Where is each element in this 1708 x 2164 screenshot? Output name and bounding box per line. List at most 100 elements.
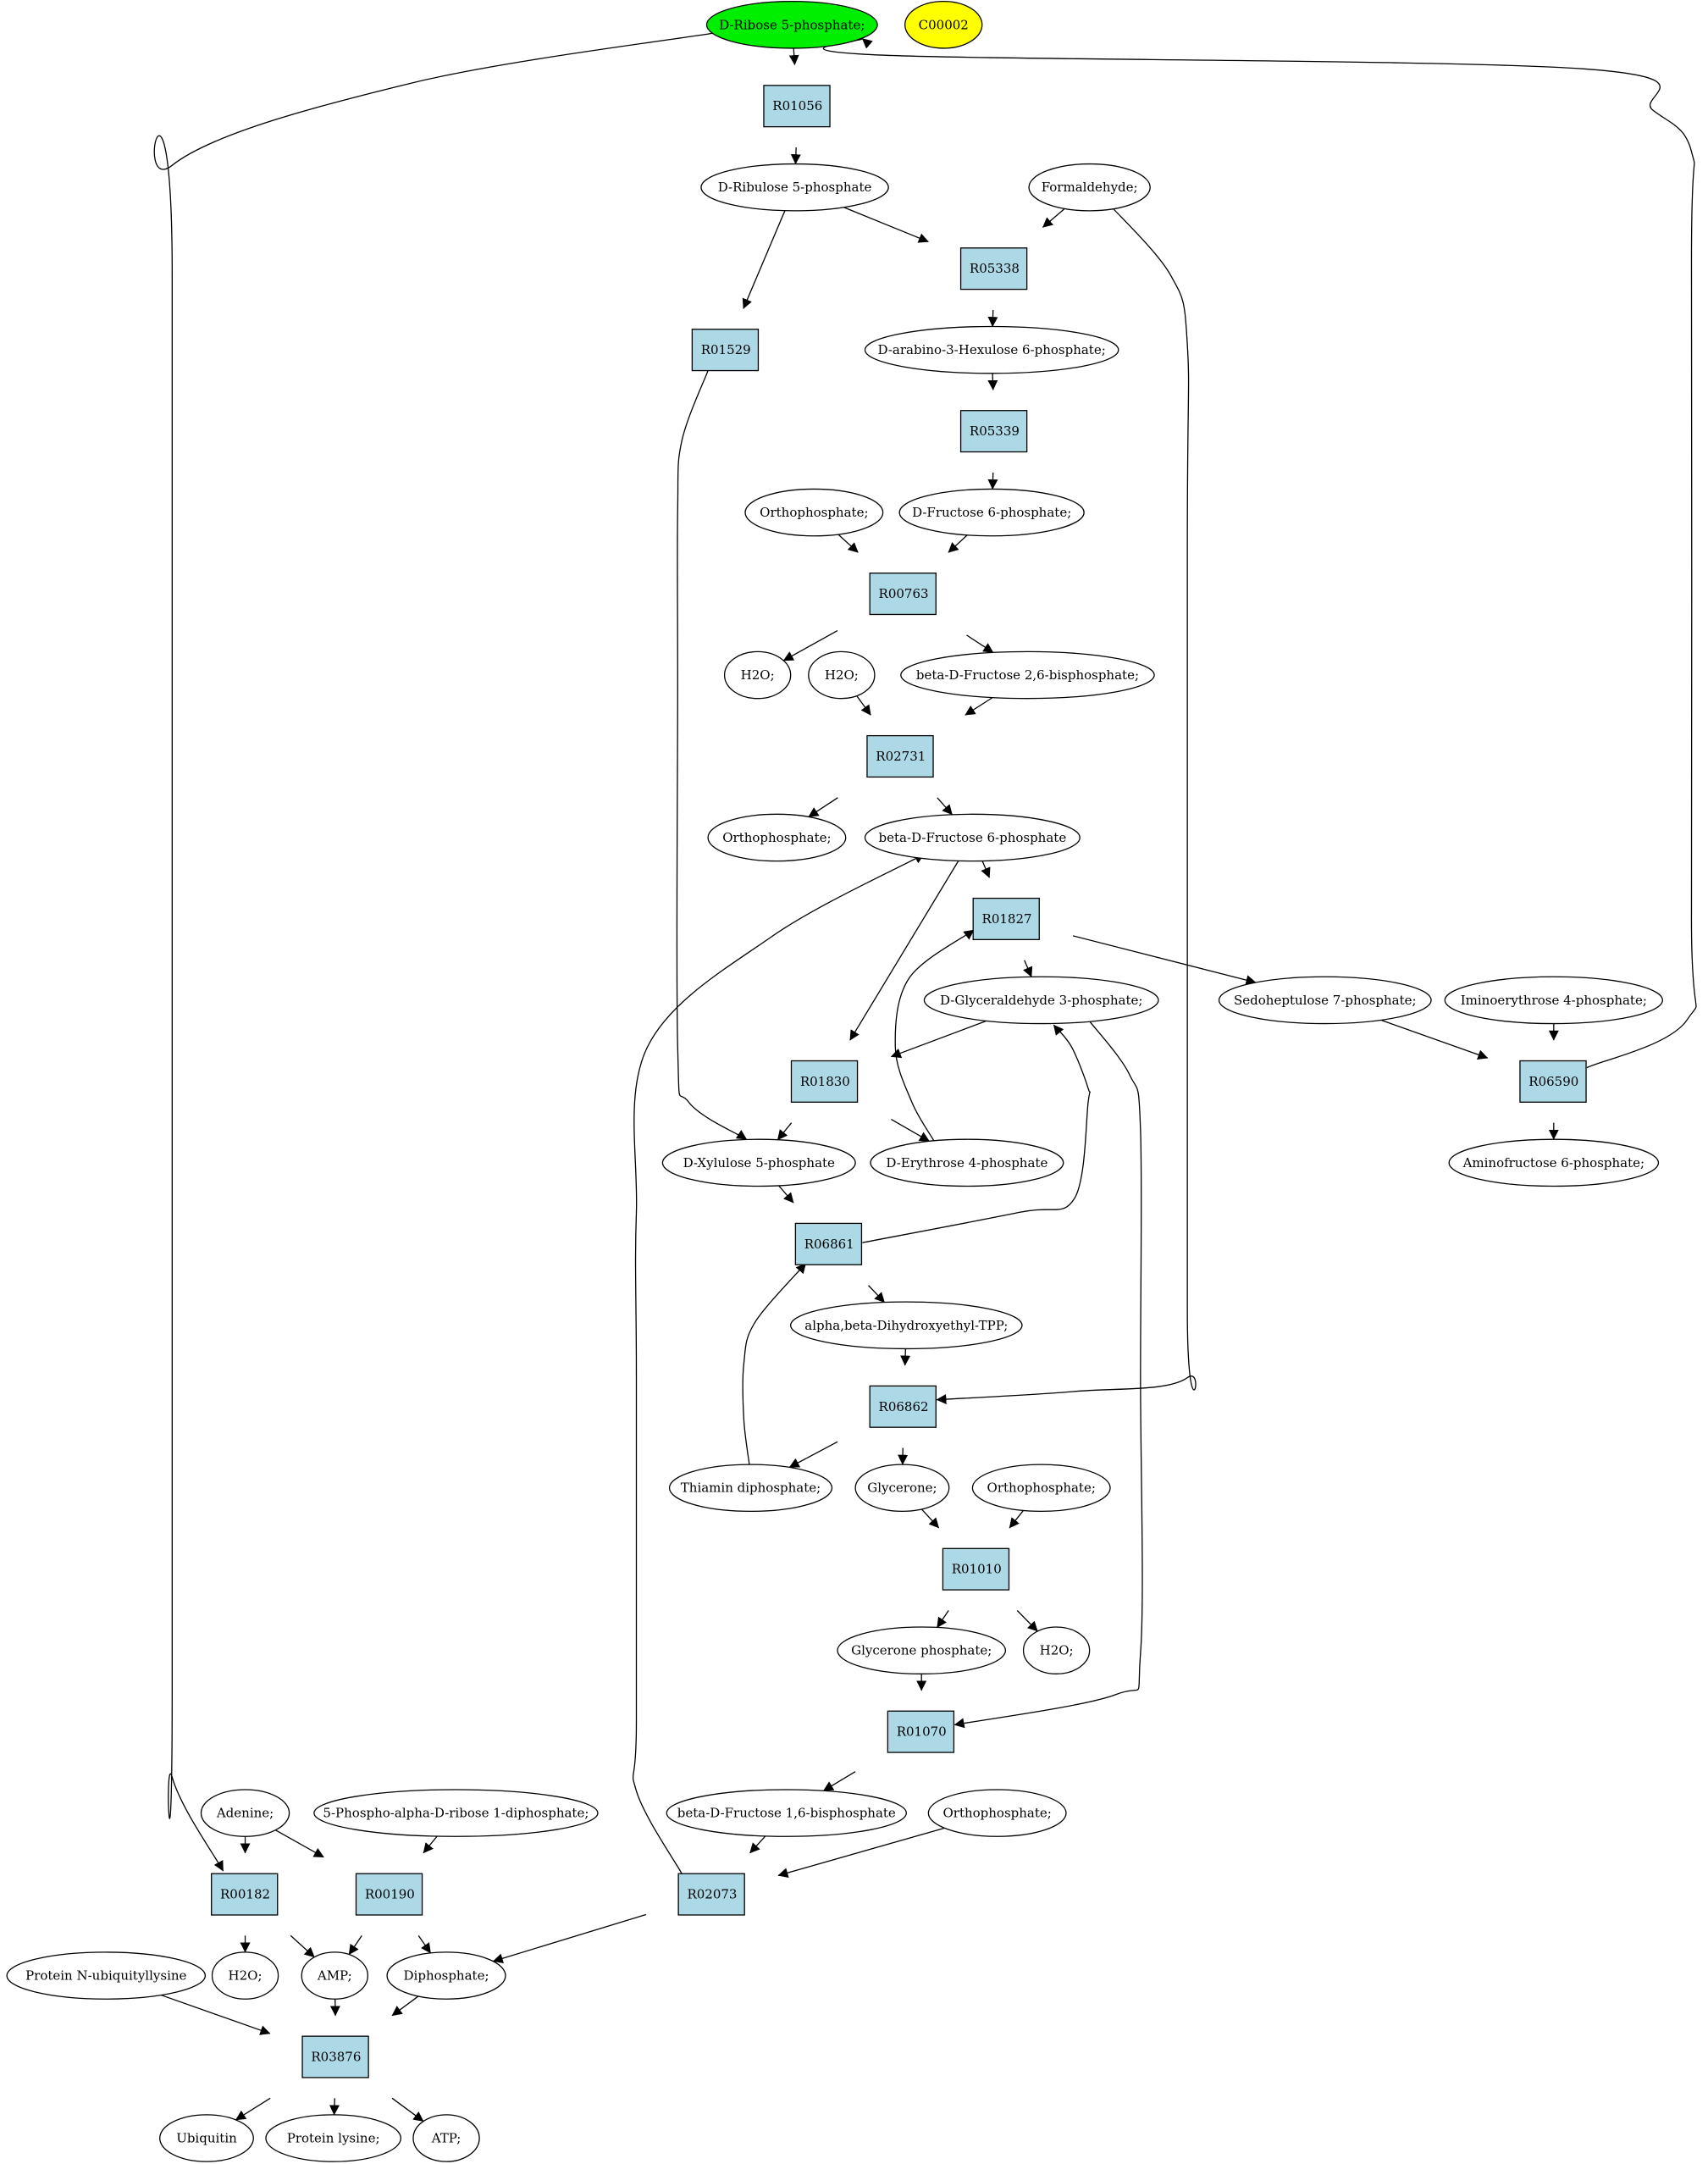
node-glycerone_p[interactable]: Glycerone phosphate; (837, 1626, 1007, 1674)
node-label: Sedoheptulose 7-phosphate; (1234, 993, 1417, 1008)
reaction-box (763, 85, 831, 128)
node-beta_d_fru_16bp[interactable]: beta-D-Fructose 1,6-bisphosphate (666, 1789, 907, 1837)
edge-r05338-to-d_arabino_3_hex (987, 309, 998, 328)
reaction-box (790, 1060, 859, 1103)
node-label: R06590 (1528, 1074, 1578, 1089)
compound-ellipse (744, 488, 884, 537)
node-thiamin_dp[interactable]: Thiamin diphosphate; (668, 1464, 833, 1513)
node-h2o_4[interactable]: H2O; (211, 1951, 279, 2000)
node-r01830[interactable]: R01830 (790, 1060, 859, 1103)
compound-ellipse (707, 813, 847, 862)
edge-r01010-to-glycerone_p (937, 1610, 949, 1629)
node-protein_n_ubiq[interactable]: Protein N-ubiquityllysine (6, 1951, 207, 2000)
node-alpha_beta_dhe_tpp[interactable]: alpha,beta-Dihydroxyethyl-TPP; (790, 1301, 1023, 1350)
node-aminofructose_6p[interactable]: Aminofructose 6-phosphate; (1448, 1138, 1660, 1187)
node-r01070[interactable]: R01070 (887, 1710, 955, 1753)
node-label: Glycerone phosphate; (851, 1643, 992, 1658)
node-h2o_3[interactable]: H2O; (1022, 1626, 1091, 1674)
node-label: Orthophosphate; (722, 830, 831, 845)
node-orthophosphate_4[interactable]: Orthophosphate; (927, 1789, 1067, 1837)
node-diphosphate[interactable]: Diphosphate; (386, 1951, 506, 2000)
node-label: Orthophosphate; (942, 1806, 1051, 1821)
node-formaldehyde[interactable]: Formaldehyde; (1028, 163, 1151, 212)
reaction-box (959, 410, 1028, 453)
node-sedoheptulose_7p[interactable]: Sedoheptulose 7-phosphate; (1218, 976, 1432, 1025)
compound-ellipse (1028, 163, 1151, 212)
node-label: D-Ribose 5-phosphate; (719, 17, 865, 32)
node-r00763[interactable]: R00763 (869, 573, 937, 616)
node-r00182[interactable]: R00182 (211, 1873, 279, 1916)
node-d_glyceraldehyde_3p[interactable]: D-Glyceraldehyde 3-phosphate; (923, 976, 1159, 1025)
node-iminoerythrose_4p[interactable]: Iminoerythrose 4-phosphate; (1444, 976, 1663, 1025)
node-adenine[interactable]: Adenine; (200, 1789, 290, 1837)
node-amp[interactable]: AMP; (301, 1951, 368, 2000)
edge-r06861-to-d_glyceraldehyde_3p (862, 1024, 1091, 1243)
reaction-box (677, 1873, 745, 1916)
edge-h2o_2-to-r02731 (856, 695, 871, 716)
node-protein_lysine[interactable]: Protein lysine; (265, 2114, 401, 2162)
edge-d_erythrose_4p-to-r01827 (894, 929, 975, 1142)
edge-d_xylulose_5p-to-r06861 (778, 1185, 794, 1204)
edge-protein_n_ubiq-to-r03876 (161, 1994, 271, 2035)
compound-ellipse (265, 2114, 401, 2162)
node-r02073[interactable]: R02073 (677, 1873, 745, 1916)
node-beta_d_fru_26bp[interactable]: beta-D-Fructose 2,6-bisphosphate; (900, 650, 1155, 700)
compound-ellipse (1022, 1626, 1091, 1674)
node-h2o_1[interactable]: H2O; (723, 650, 792, 700)
compound-ellipse (904, 0, 983, 49)
compound-ellipse (6, 1951, 207, 2000)
node-d_erythrose_4p[interactable]: D-Erythrose 4-phosphate (870, 1138, 1064, 1187)
reaction-box (866, 734, 934, 778)
node-glycerone[interactable]: Glycerone; (854, 1464, 950, 1513)
edge-r00763-to-beta_d_fru_26bp (966, 634, 994, 653)
edge-orthophosphate_1-to-r00763 (837, 534, 859, 553)
reaction-box (211, 1873, 279, 1916)
edge-d_fructose_6p-to-r00763 (948, 534, 968, 553)
node-label: Glycerone; (867, 1480, 937, 1496)
node-label: ATP; (431, 2131, 462, 2146)
node-c00002[interactable]: C00002 (904, 0, 983, 49)
node-r01056[interactable]: R01056 (763, 85, 831, 128)
node-r02731[interactable]: R02731 (866, 734, 934, 778)
node-atp[interactable]: ATP; (412, 2114, 480, 2162)
node-orthophosphate_3[interactable]: Orthophosphate; (971, 1464, 1111, 1513)
node-r06861[interactable]: R06861 (794, 1222, 863, 1265)
node-r01010[interactable]: R01010 (942, 1547, 1010, 1591)
edge-r03876-to-protein_lysine (329, 2098, 340, 2116)
node-label: D-Xylulose 5-phosphate (683, 1155, 835, 1171)
node-label: H2O; (741, 667, 775, 683)
node-orthophosphate_2[interactable]: Orthophosphate; (707, 813, 847, 862)
edge-r02731-to-orthophosphate_2 (808, 797, 838, 817)
edge-r01070-to-beta_d_fru_16bp (822, 1771, 856, 1791)
compound-ellipse (313, 1789, 599, 1837)
compound-ellipse (864, 325, 1119, 374)
node-d_fructose_6p[interactable]: D-Fructose 6-phosphate; (898, 488, 1085, 537)
edge-d_ribulose_5p-to-r01529 (742, 210, 786, 309)
node-ubiquitin[interactable]: Ubiquitin (159, 2114, 254, 2162)
node-r05338[interactable]: R05338 (959, 247, 1028, 291)
edge-d_glyceraldehyde_3p-to-r01070 (953, 1019, 1143, 1729)
node-r01529[interactable]: R01529 (691, 329, 760, 372)
edge-r03876-to-atp (391, 2097, 424, 2122)
node-label: D-Ribulose 5-phosphate (718, 180, 872, 195)
node-r01827[interactable]: R01827 (972, 897, 1040, 941)
reaction-box (794, 1222, 863, 1265)
node-d_xylulose_5p[interactable]: D-Xylulose 5-phosphate (661, 1138, 856, 1187)
node-r06590[interactable]: R06590 (1519, 1060, 1587, 1103)
node-d_ribose_5p[interactable]: D-Ribose 5-phosphate; (705, 0, 878, 49)
node-r06862[interactable]: R06862 (869, 1385, 937, 1428)
node-prpp[interactable]: 5-Phospho-alpha-D-ribose 1-diphosphate; (313, 1789, 599, 1837)
node-label: Ubiquitin (176, 2131, 237, 2146)
node-label: D-Erythrose 4-phosphate (886, 1155, 1047, 1171)
node-d_ribulose_5p[interactable]: D-Ribulose 5-phosphate (700, 163, 889, 212)
node-r00190[interactable]: R00190 (355, 1873, 423, 1916)
node-beta_d_fru_6p[interactable]: beta-D-Fructose 6-phosphate (864, 813, 1081, 862)
node-h2o_2[interactable]: H2O; (808, 650, 876, 700)
node-label: Formaldehyde; (1042, 180, 1138, 195)
node-r05339[interactable]: R05339 (959, 410, 1028, 453)
node-orthophosphate_1[interactable]: Orthophosphate; (744, 488, 884, 537)
node-d_arabino_3_hex[interactable]: D-arabino-3-Hexulose 6-phosphate; (864, 325, 1119, 374)
edge-beta_d_fru_6p-to-r01830 (849, 861, 959, 1041)
node-r03876[interactable]: R03876 (301, 2035, 369, 2078)
edge-sedoheptulose_7p-to-r06590 (1380, 1019, 1489, 1060)
